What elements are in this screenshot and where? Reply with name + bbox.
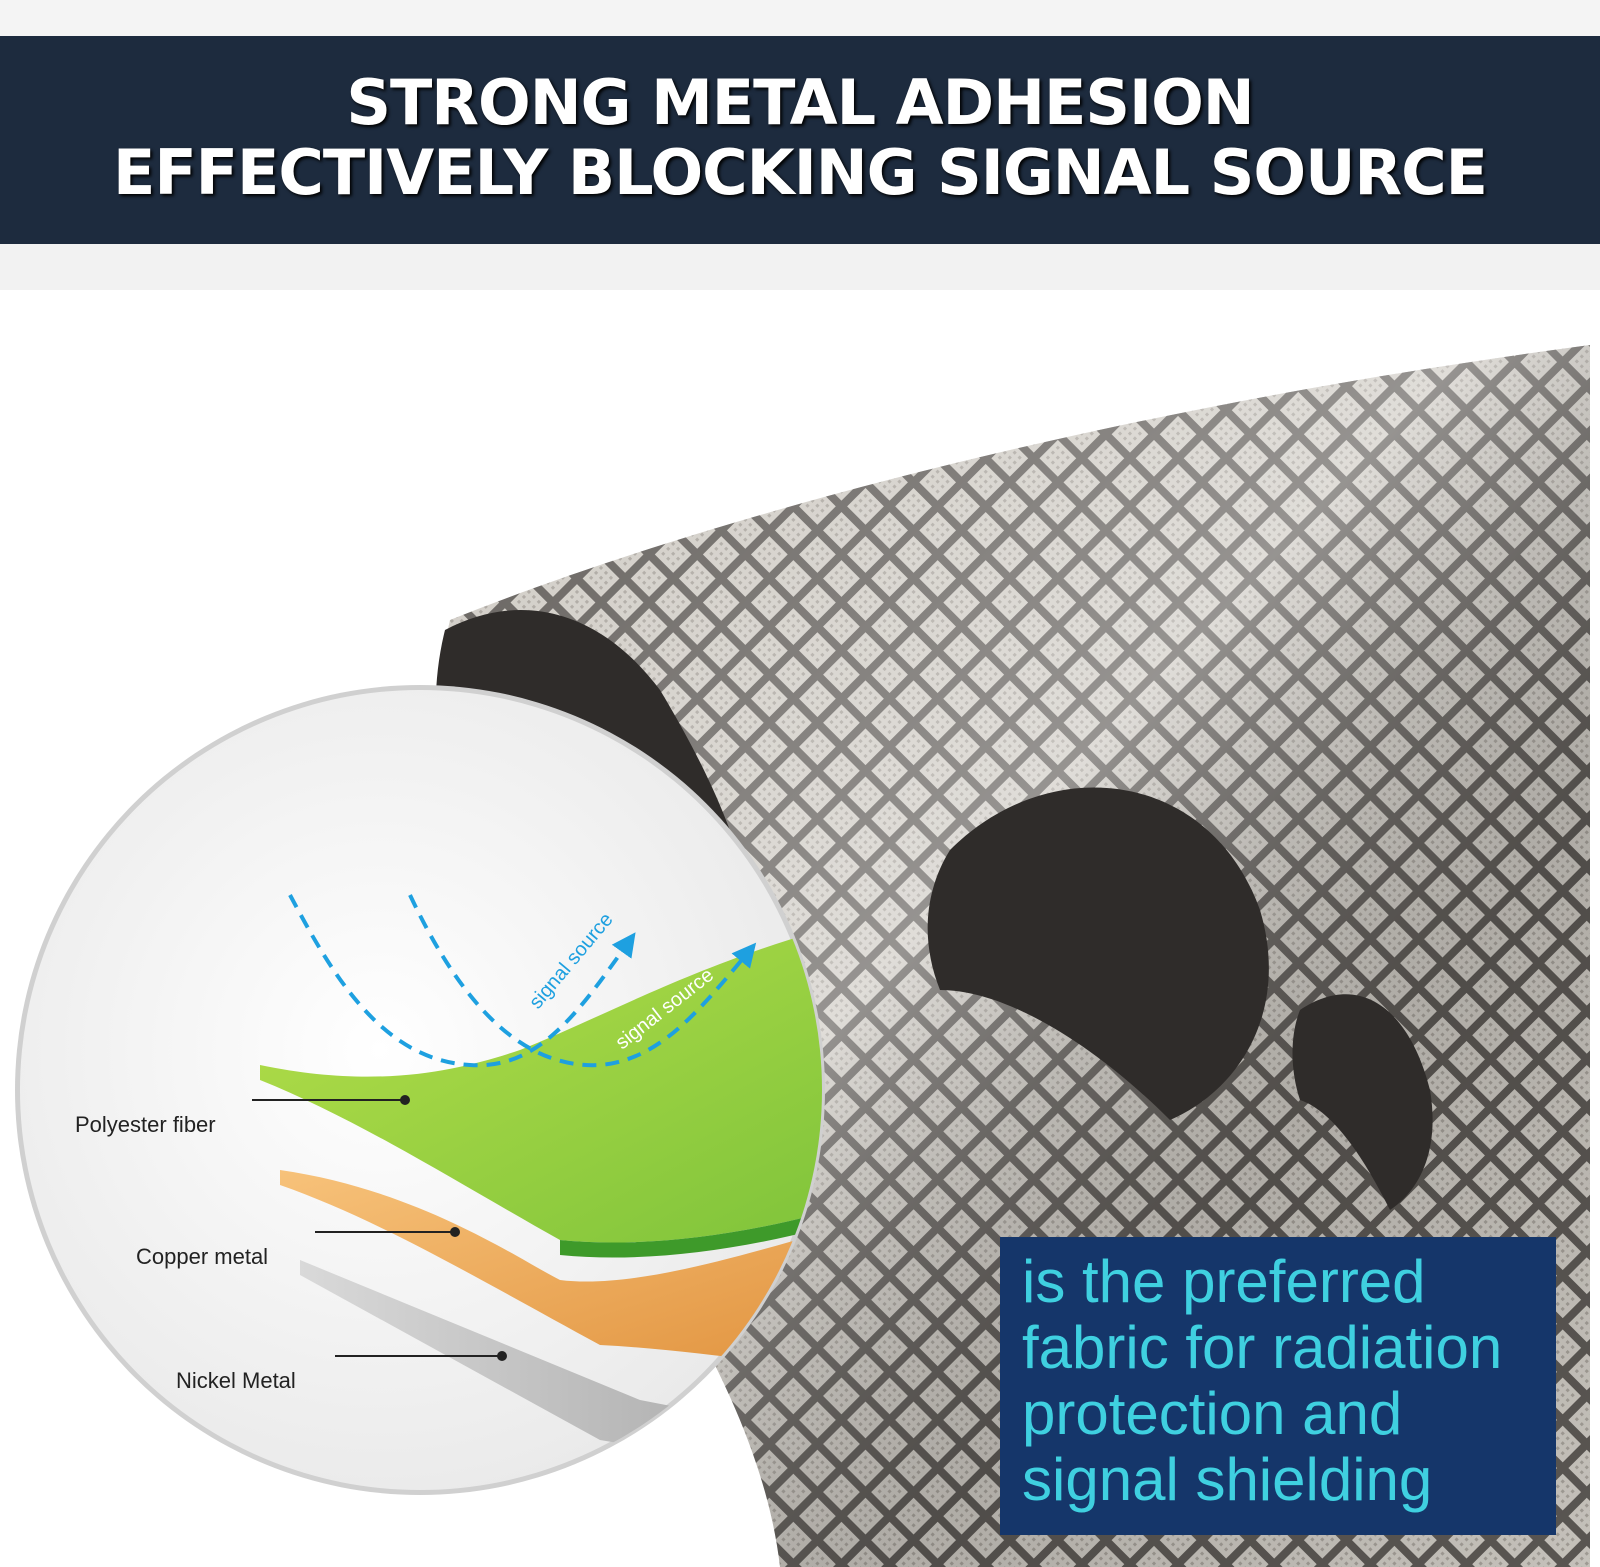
polyester-layer [260, 910, 822, 1243]
info-line: signal shielding [1022, 1446, 1433, 1513]
label-polyester-fiber: Polyester fiber [75, 1112, 216, 1137]
layer-diagram: signal source signal source [15, 685, 825, 1495]
label-nickel-metal: Nickel Metal [176, 1368, 296, 1393]
info-line: protection and [1022, 1380, 1403, 1447]
banner-headline: STRONG METAL ADHESION [346, 66, 1254, 139]
leader-dot-polyester [400, 1095, 410, 1105]
signal-arrow-1 [288, 894, 636, 1068]
leader-dot-nickel [497, 1351, 507, 1361]
header-banner: STRONG METAL ADHESION EFFECTIVELY BLOCKI… [0, 36, 1600, 244]
label-copper-metal: Copper metal [136, 1244, 269, 1269]
info-callout: is the preferred fabric for radiation pr… [1000, 1237, 1556, 1535]
info-line: fabric for radiation [1022, 1314, 1503, 1381]
top-margin [0, 0, 1600, 36]
copper-layer [280, 1170, 822, 1370]
banner-subheadline: EFFECTIVELY BLOCKING SIGNAL SOURCE [112, 136, 1488, 209]
leader-dot-copper [450, 1227, 460, 1237]
signal-arrow-2 [408, 894, 757, 1068]
separator-band [0, 244, 1600, 290]
info-line: is the preferred [1022, 1248, 1426, 1315]
